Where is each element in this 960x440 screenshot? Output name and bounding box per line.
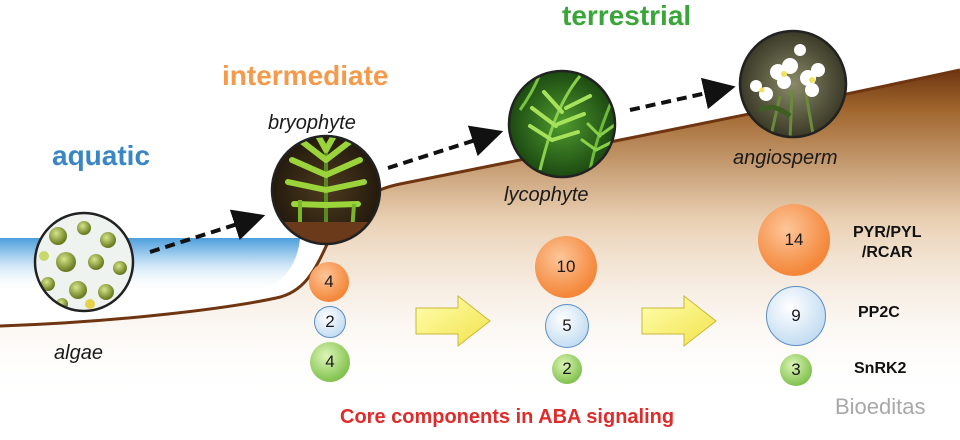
yellow-arrow-2 — [641, 294, 717, 348]
pyr-label-line1: PYR/PYL — [853, 224, 922, 241]
lycophyte-snrk2-count: 2 — [552, 354, 582, 384]
lycophyte-photo — [509, 71, 615, 177]
pyr-label-line2: /RCAR — [861, 244, 913, 261]
caption: Core components in ABA signaling — [340, 406, 675, 428]
intermediate-label: intermediate — [222, 60, 389, 91]
pp2c-label: PP2C — [858, 304, 900, 321]
lycophyte-label: lycophyte — [504, 184, 589, 206]
bryophyte-snrk2-count: 4 — [310, 342, 350, 382]
yellow-arrow-1 — [415, 294, 491, 348]
bryophyte-pyr-count: 4 — [309, 262, 349, 302]
terrestrial-label: terrestrial — [562, 0, 692, 31]
bryophyte-pp2c-count: 2 — [314, 306, 346, 338]
angiosperm-pyr-count: 14 — [758, 204, 830, 276]
algae-photo — [35, 213, 133, 311]
soil-body — [0, 70, 960, 400]
lycophyte-pyr-count: 10 — [535, 236, 597, 298]
dashed-arrow-algae-to-bryophyte — [149, 209, 266, 254]
angiosperm-label: angiosperm — [733, 147, 838, 169]
watermark: Bioeditas — [835, 394, 926, 419]
dashed-arrow-lycophyte-to-angiosperm — [629, 77, 736, 112]
pyr-pyl-rcar-label: PYR/PYL /RCAR — [853, 223, 921, 263]
dashed-arrow-bryophyte-to-lycophyte — [387, 125, 504, 170]
soil-line — [0, 68, 960, 328]
snrk2-label: SnRK2 — [854, 360, 907, 377]
lycophyte-pp2c-count: 5 — [545, 304, 589, 348]
aquatic-label: aquatic — [52, 140, 151, 171]
angiosperm-photo — [740, 31, 846, 137]
angiosperm-snrk2-count: 3 — [780, 354, 812, 386]
bryophyte-label: bryophyte — [268, 112, 356, 134]
algae-label: algae — [54, 342, 103, 364]
angiosperm-pp2c-count: 9 — [766, 286, 826, 346]
